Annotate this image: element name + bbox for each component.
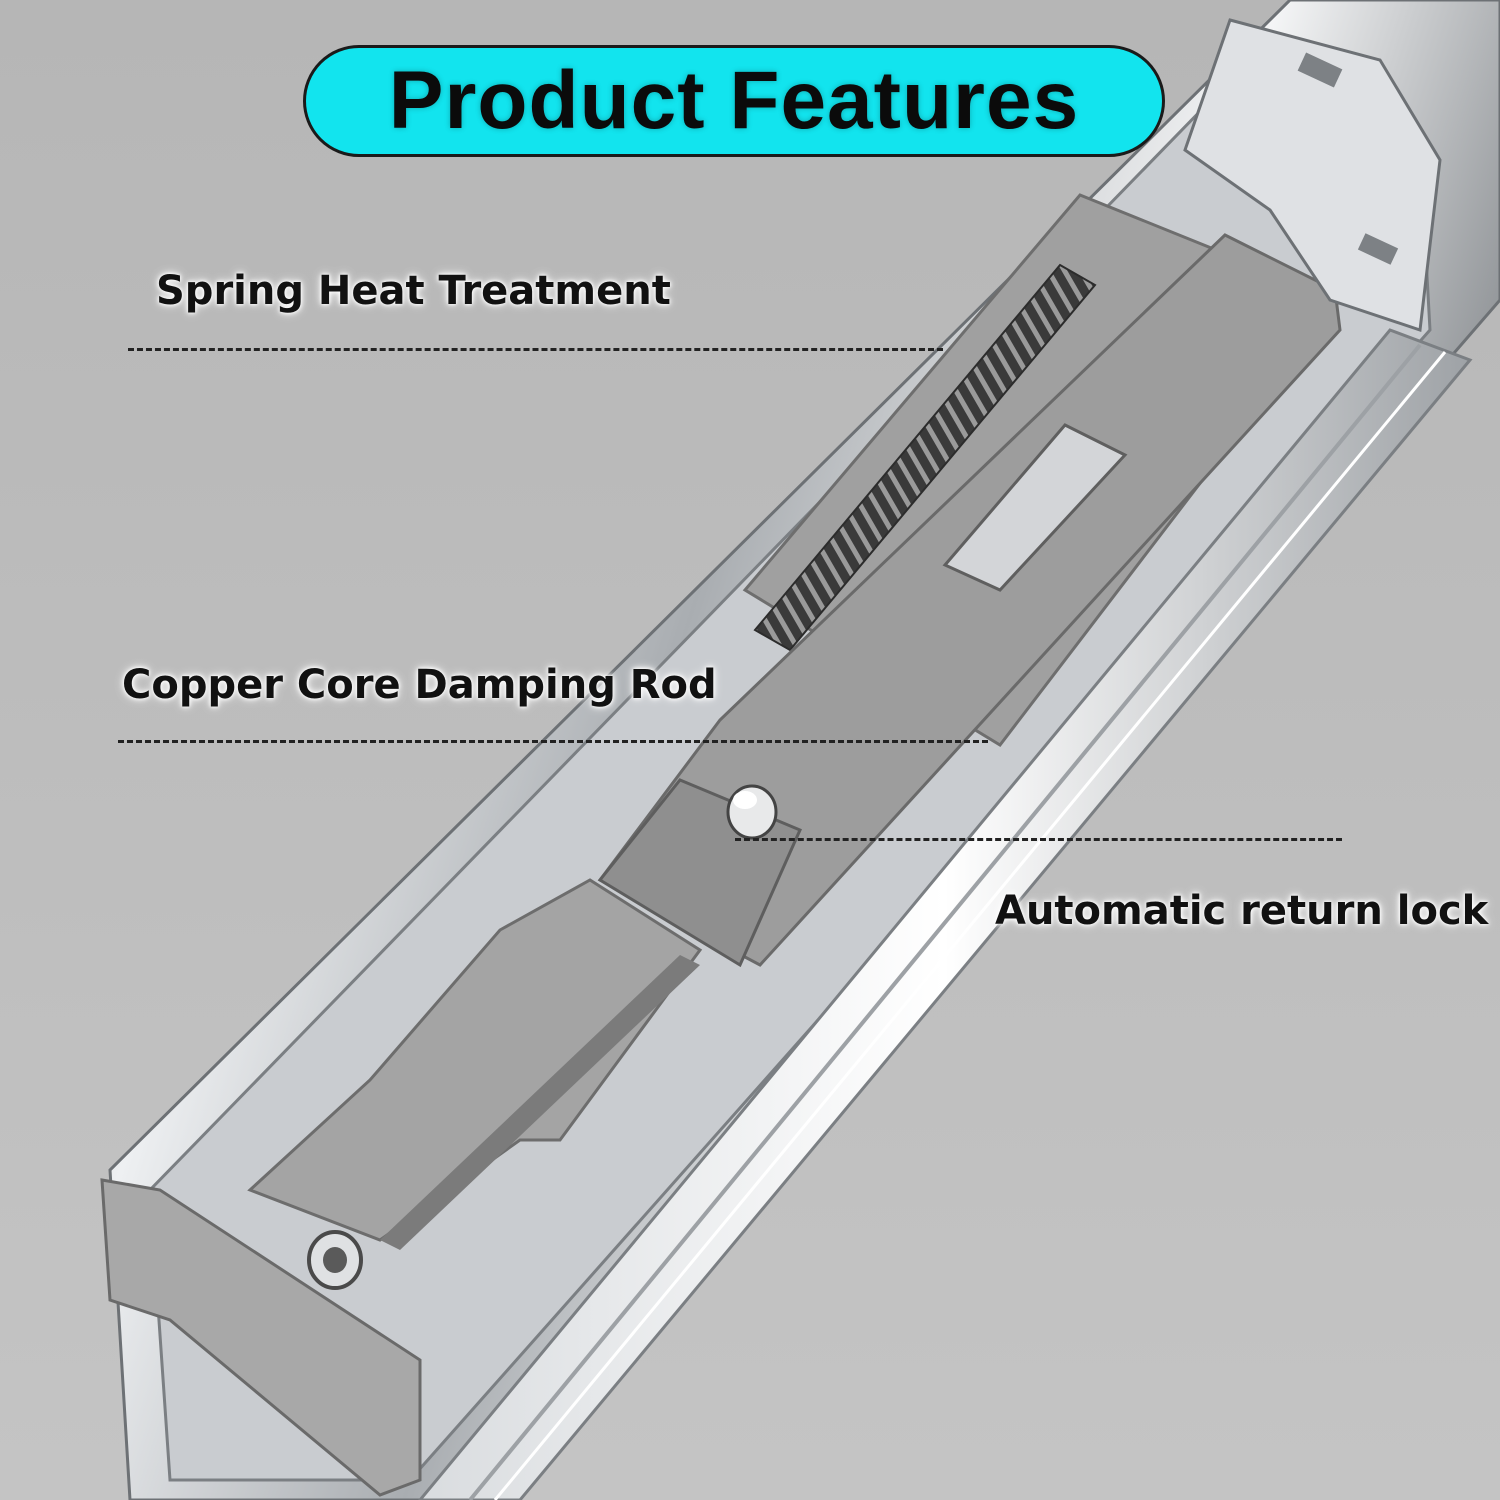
- lower-guide-slot: [380, 955, 700, 1250]
- coil-spring: [753, 263, 1097, 652]
- rail-end-cap: [100, 1178, 422, 1497]
- feature-label-spring-heat-treatment: Spring Heat Treatment: [156, 268, 671, 314]
- page-title: Product Features: [388, 55, 1080, 146]
- round-rail: [418, 328, 1473, 1500]
- feature-label-copper-core-damping-rod: Copper Core Damping Rod: [122, 662, 717, 708]
- leader-line-copper: [118, 740, 988, 743]
- title-banner: Product Features: [303, 45, 1165, 157]
- feature-label-automatic-return-lock: Automatic return lock: [995, 888, 1489, 934]
- slider-slot: [942, 423, 1128, 592]
- leader-line-spring: [128, 348, 943, 351]
- leader-line-return-lock: [735, 838, 1342, 841]
